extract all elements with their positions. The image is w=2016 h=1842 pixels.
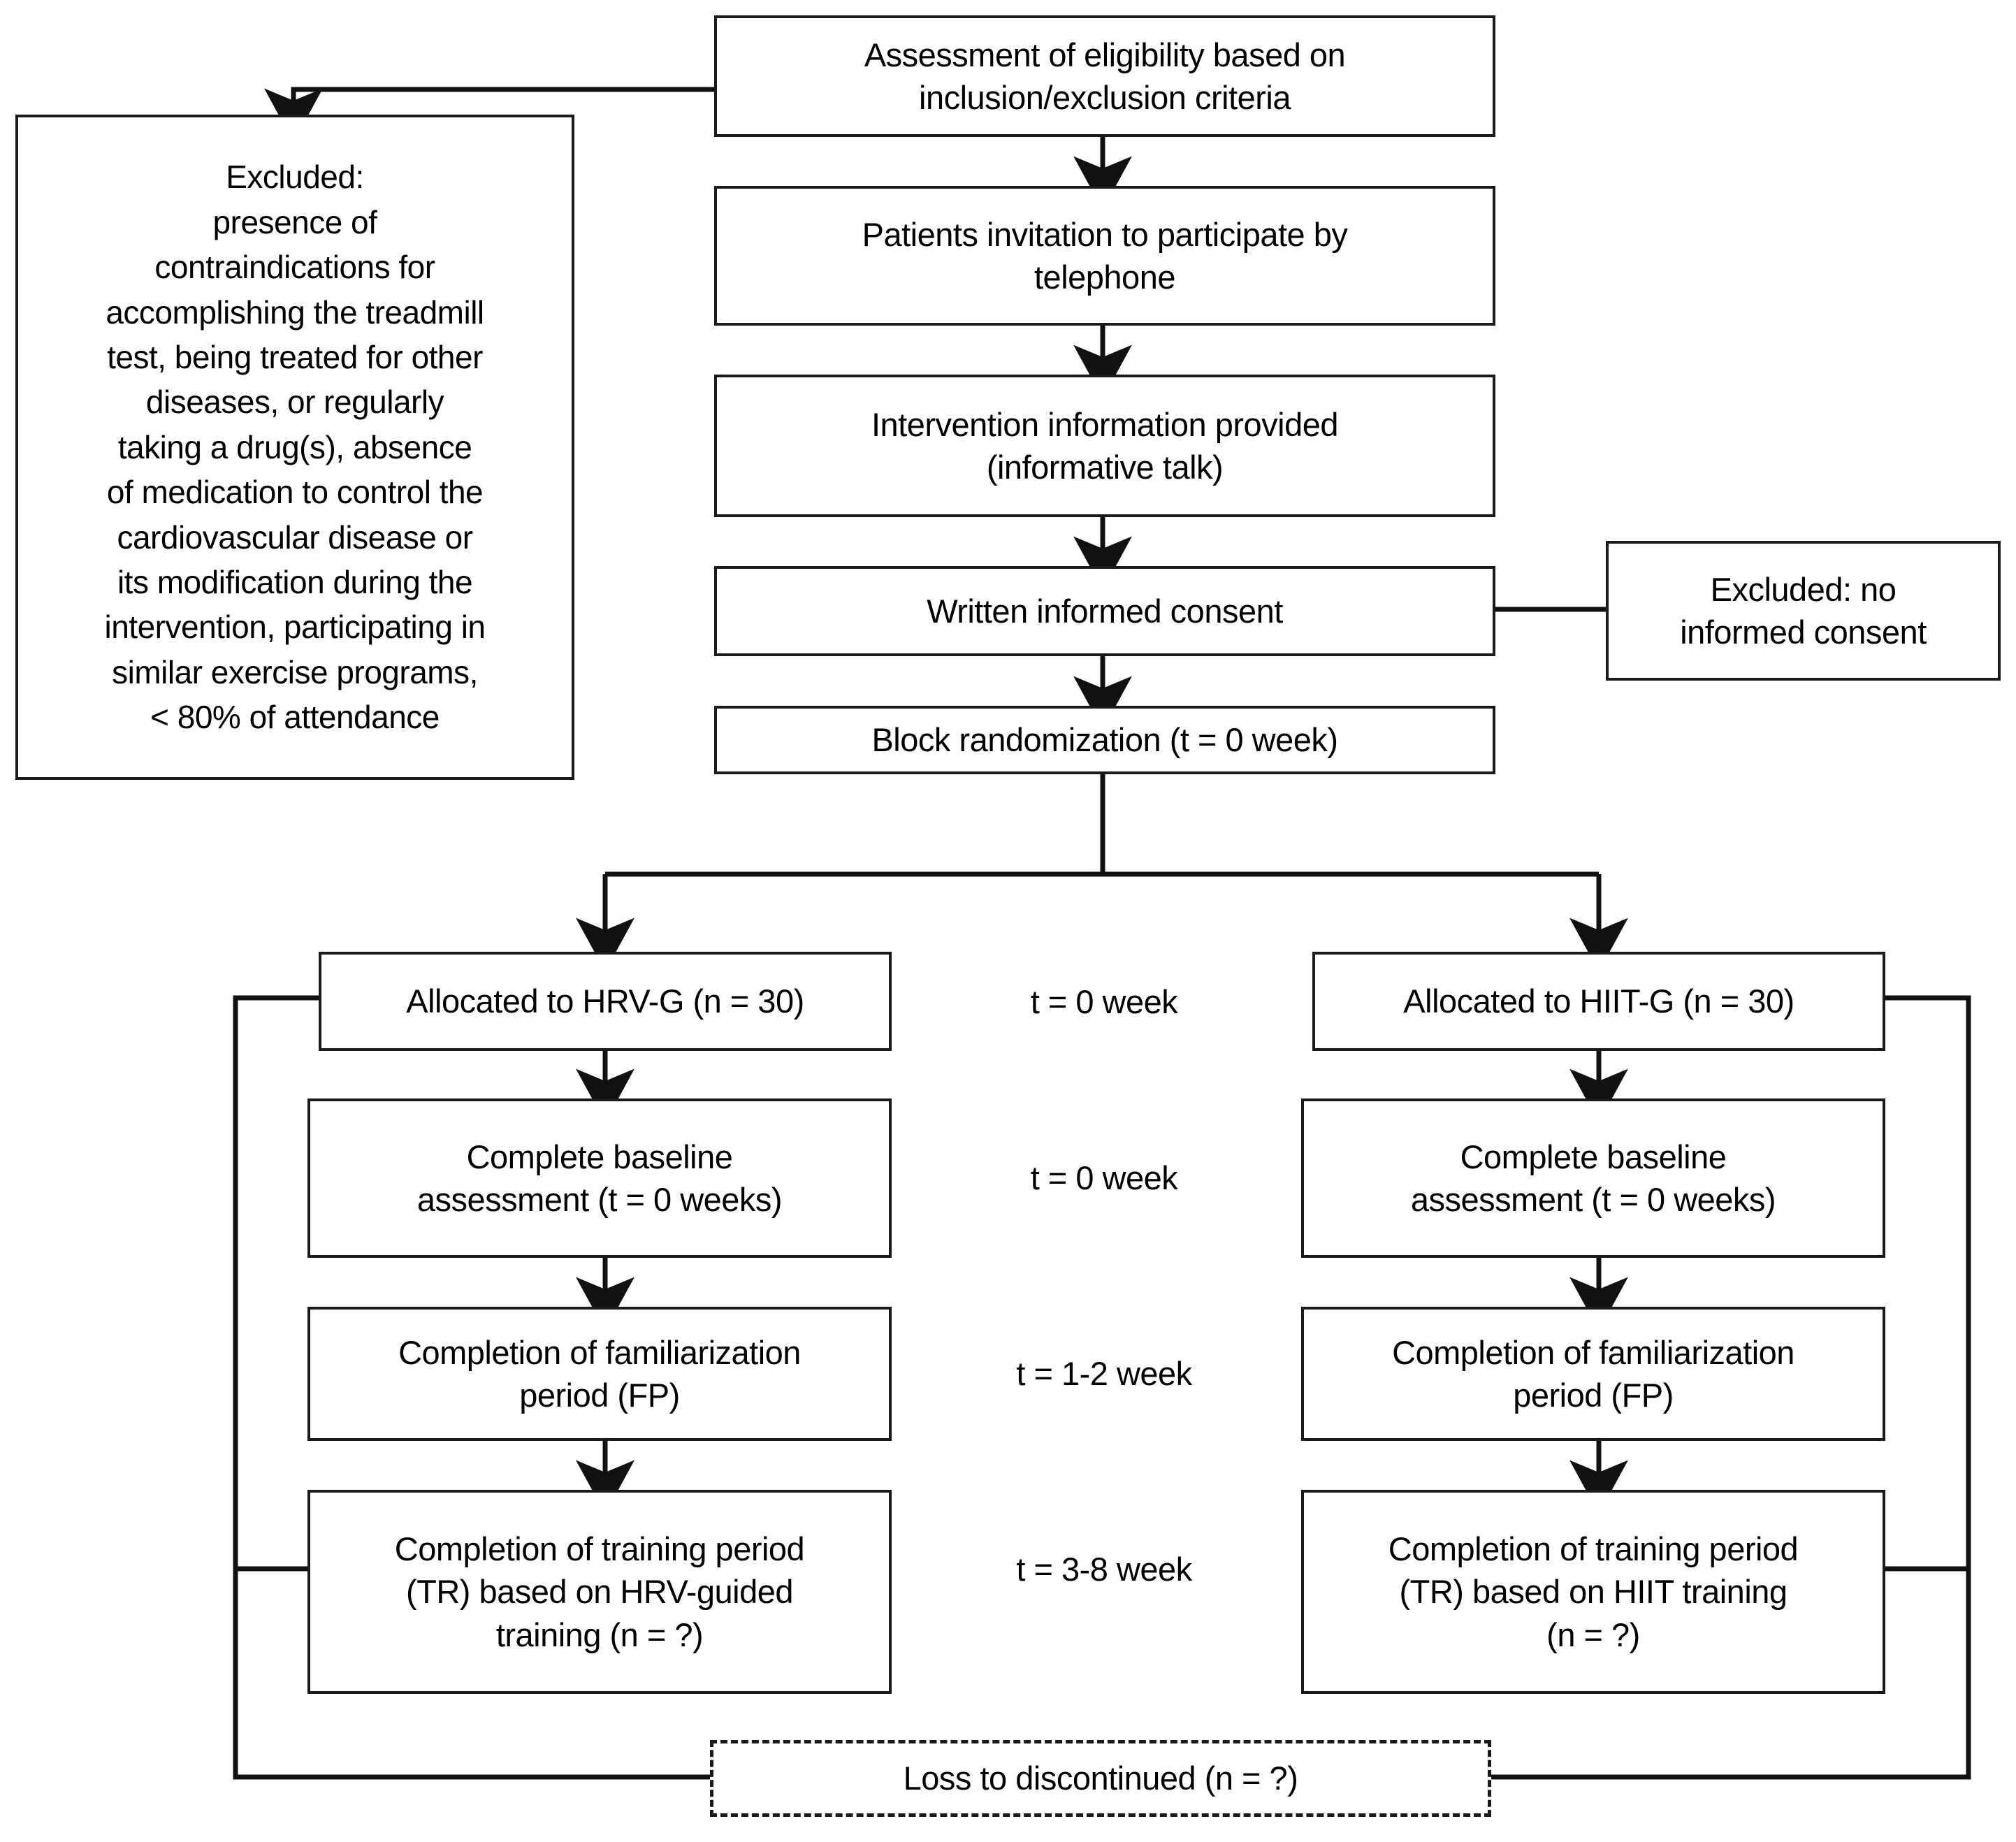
node-eligibility-label: Assessment of eligibility based on inclu… [864,36,1346,116]
node-baseline-left-label: Complete baseline assessment (t = 0 week… [416,1138,783,1218]
node-intervention-info-label: Intervention information provided (infor… [871,405,1339,486]
node-loss-discontinued[interactable]: Loss to discontinued (n = ?) [710,1740,1491,1817]
node-invitation-label: Patients invitation to participate by te… [862,215,1348,296]
node-familiarization-left-label: Completion of familiarization period (FP… [398,1333,801,1414]
time-label-familiarization: t = 1-2 week [971,1342,1237,1405]
node-allocated-hrv[interactable]: Allocated to HRV-G (n = 30) [319,952,892,1051]
time-label-familiarization-text: t = 1-2 week [1016,1354,1192,1392]
time-label-training-text: t = 3-8 week [1016,1550,1192,1588]
node-loss-discontinued-label: Loss to discontinued (n = ?) [903,1760,1298,1797]
node-baseline-right-label: Complete baseline assessment (t = 0 week… [1410,1138,1776,1218]
node-excluded-criteria[interactable]: Excluded: presence of contraindications … [15,115,574,780]
node-intervention-info[interactable]: Intervention information provided (infor… [714,375,1495,517]
time-label-training: t = 3-8 week [971,1537,1237,1600]
node-invitation[interactable]: Patients invitation to participate by te… [714,186,1495,326]
node-baseline-left[interactable]: Complete baseline assessment (t = 0 week… [307,1098,892,1258]
node-eligibility[interactable]: Assessment of eligibility based on inclu… [714,15,1495,137]
time-label-allocation: t = 0 week [971,970,1237,1033]
node-excluded-consent[interactable]: Excluded: no informed consent [1606,541,2001,681]
node-allocated-hrv-label: Allocated to HRV-G (n = 30) [406,982,804,1020]
connector-eligibility-to-excluded [264,87,714,143]
node-training-right-label: Completion of training period (TR) based… [1388,1530,1799,1653]
time-label-baseline-text: t = 0 week [1030,1159,1178,1196]
node-excluded-consent-label: Excluded: no informed consent [1680,570,1927,651]
time-label-allocation-text: t = 0 week [1030,982,1178,1020]
connector-randomization-split [602,774,1602,926]
node-familiarization-right-label: Completion of familiarization period (FP… [1392,1333,1794,1414]
node-excluded-criteria-label: Excluded: presence of contraindications … [104,159,486,736]
node-training-left-label: Completion of training period (TR) based… [394,1530,805,1653]
node-allocated-hiit-label: Allocated to HIIT-G (n = 30) [1403,982,1794,1020]
time-label-baseline: t = 0 week [971,1146,1237,1209]
node-training-left[interactable]: Completion of training period (TR) based… [307,1490,892,1694]
node-randomization[interactable]: Block randomization (t = 0 week) [714,706,1495,774]
node-training-right[interactable]: Completion of training period (TR) based… [1301,1490,1885,1694]
node-baseline-right[interactable]: Complete baseline assessment (t = 0 week… [1301,1098,1885,1258]
node-randomization-label: Block randomization (t = 0 week) [871,721,1338,759]
node-familiarization-right[interactable]: Completion of familiarization period (FP… [1301,1307,1885,1441]
node-familiarization-left[interactable]: Completion of familiarization period (FP… [307,1307,892,1441]
node-allocated-hiit[interactable]: Allocated to HIIT-G (n = 30) [1312,952,1885,1051]
node-consent-label: Written informed consent [927,592,1283,630]
node-consent[interactable]: Written informed consent [714,566,1495,656]
